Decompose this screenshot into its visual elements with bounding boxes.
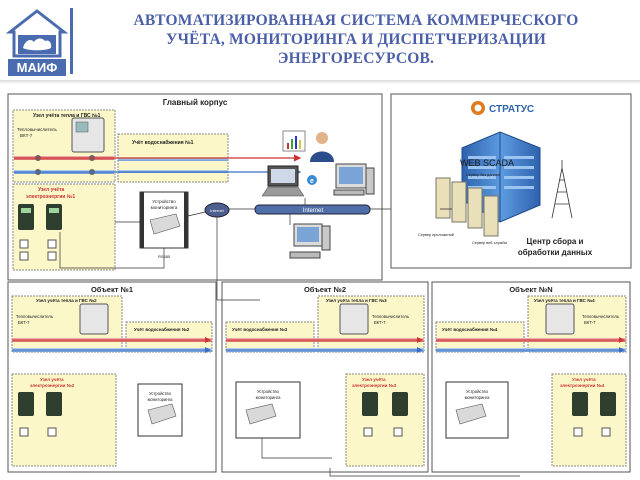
- heat-meter-model: ВКТ-7: [20, 133, 33, 138]
- radio-tower-icon: [551, 160, 573, 219]
- internet-label: Internet: [303, 208, 324, 214]
- internet-bus: [254, 204, 371, 215]
- electricity-meter-icon: [18, 204, 62, 261]
- object-elec-node-1: Узел учёта: [40, 377, 64, 382]
- maif-logo: МАИФ: [6, 9, 68, 76]
- object-elec-node-1: Узел учёта: [362, 377, 386, 382]
- object-electricity-meter-icon: [572, 392, 588, 416]
- router-label: Internet: [210, 208, 224, 213]
- object-elec-node-2: электроэнергии №3: [352, 383, 397, 388]
- rs485-label: RS485: [158, 254, 171, 259]
- object-heat-meter: Тепловычислитель: [372, 314, 410, 319]
- object-monitoring-label: Устройство: [149, 391, 172, 396]
- object-water-node: Учёт водоснабжения №3: [232, 326, 288, 332]
- object-heat-meter-device: [79, 303, 109, 335]
- elec-node-label-1: Узел учёта: [38, 187, 65, 193]
- object-monitoring-label-2: мониторинга: [465, 395, 490, 400]
- object-title: Объект №N: [509, 285, 552, 294]
- object-monitoring-label-2: мониторинга: [148, 397, 173, 402]
- heat-node-label: Узел учёта тепла и ГВС №1: [33, 113, 101, 119]
- monitoring-label-2: мониторинга: [151, 205, 178, 210]
- ie-globe-icon: e: [307, 175, 317, 185]
- workstation-computer-icon: [289, 223, 331, 259]
- object-elec-node-1: Узел учёта: [572, 377, 596, 382]
- logo-text: МАИФ: [17, 60, 58, 75]
- main-building-panel: Главный корпус Узел учёта тепла и ГВС №1…: [7, 93, 383, 282]
- svg-text:e: e: [310, 178, 314, 185]
- object-heat-node: Узел учёта тепла и ГВС №2: [36, 298, 97, 303]
- monitoring-device: [139, 191, 189, 249]
- desktop-computer-icon: [333, 163, 375, 196]
- object-monitoring-label: Устройство: [257, 389, 280, 394]
- object-water-node: Учёт водоснабжения №4: [442, 326, 498, 332]
- object-panel-2: Объект №2 Узел учёта тепла и ГВС №3 Тепл…: [221, 281, 429, 473]
- object-elec-node-2: электроэнергии №2: [30, 383, 75, 388]
- object-panel-1: Объект №1 Узел учёта тепла и ГВС №2 Тепл…: [7, 281, 217, 473]
- object-water-node: Учёт водоснабжения №2: [134, 326, 190, 332]
- object-heat-meter: Тепловычислитель: [582, 314, 620, 319]
- chart-presentation-icon: [282, 130, 306, 152]
- page-title-line-2: УЧЁТА, МОНИТОРИНГА И ДИСПЕТЧЕРИЗАЦИИ: [166, 31, 546, 48]
- web-scada-label: WEB SCADA: [460, 158, 514, 168]
- object-panel-n: Объект №N Узел учёта тепла и ГВС №4 Тепл…: [431, 281, 631, 473]
- object-electricity-meter-icon: [18, 392, 34, 416]
- water-node-label: Учёт водоснабжения №1: [132, 139, 194, 146]
- object-heat-meter: Тепловычислитель: [16, 314, 54, 319]
- scada-center-panel: СТРАТУС WEB SCADA Сервер баз данных Серв…: [390, 93, 632, 269]
- laptop-icon: [261, 165, 305, 197]
- center-label-1: Центр сбора и: [527, 237, 584, 246]
- object-electricity-meter-icon: [362, 392, 378, 416]
- object-monitoring-device: [137, 383, 183, 437]
- object-monitoring-label: Устройство: [466, 389, 489, 394]
- page-title-line-1: АВТОМАТИЗИРОВАННАЯ СИСТЕМА КОММЕРЧЕСКОГО: [133, 12, 579, 29]
- object-heat-meter-model: ВКТ-7: [584, 320, 596, 325]
- object-heat-meter-device: [545, 303, 575, 335]
- page-title-line-3: ЭНЕРГОРЕСУРСОВ.: [277, 50, 435, 67]
- server-app-label: Сервер приложений: [418, 233, 454, 237]
- stratus-logo: СТРАТУС: [471, 101, 534, 115]
- bus-line: [216, 282, 520, 477]
- user-icon: [310, 132, 334, 162]
- object-heat-node: Узел учёта тепла и ГВС №4: [534, 298, 595, 303]
- object-heat-meter-model: ВКТ-7: [374, 320, 386, 325]
- title-rule: [0, 80, 640, 84]
- elec-node-label-2: электроэнергии №1: [26, 194, 75, 200]
- network-area: Internet e: [229, 130, 440, 259]
- brand-label: СТРАТУС: [489, 104, 534, 115]
- server-rack-icon: [435, 177, 499, 237]
- object-elec-node-2: электроэнергии №4: [560, 383, 605, 388]
- object-heat-node: Узел учёта тепла и ГВС №3: [326, 298, 387, 303]
- logo-divider: [70, 8, 73, 74]
- object-heat-meter-model: ВКТ-7: [18, 320, 30, 325]
- server-web-label: Сервер веб-службы: [472, 241, 508, 245]
- monitoring-label-1: Устройство: [152, 198, 176, 204]
- house-icon: [6, 9, 68, 58]
- main-building-title: Главный корпус: [163, 98, 228, 107]
- center-label-2: обработки данных: [518, 248, 593, 257]
- object-monitoring-label-2: мониторинга: [256, 395, 281, 400]
- object-heat-meter-device: [339, 303, 369, 335]
- object-title: Объект №1: [91, 285, 133, 294]
- server-db-label: Сервер баз данных: [466, 173, 500, 177]
- heat-meter-label: Тепловычислитель: [17, 127, 57, 132]
- object-title: Объект №2: [304, 285, 346, 294]
